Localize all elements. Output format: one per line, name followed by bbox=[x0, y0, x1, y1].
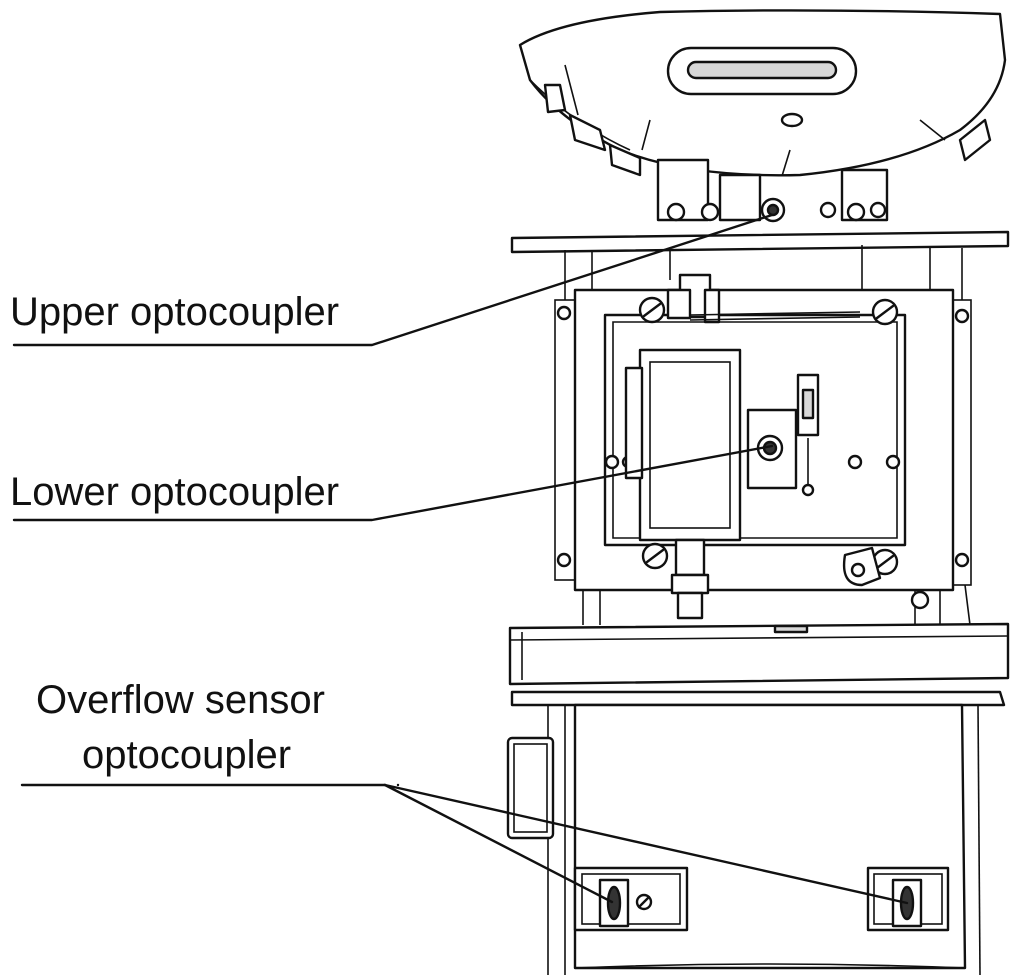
callout-leaders bbox=[12, 213, 909, 905]
top-cover bbox=[518, 9, 1007, 177]
overflow-optocoupler-right bbox=[866, 866, 950, 932]
cover-brackets bbox=[656, 158, 889, 223]
frame-legs bbox=[582, 584, 971, 626]
upper-leader-line bbox=[12, 213, 774, 347]
solenoid-box bbox=[624, 348, 742, 620]
lower-optocoupler-label: Lower optocoupler bbox=[10, 470, 340, 514]
bottom-housing bbox=[506, 703, 981, 976]
overflow-sensor-label-line1: Overflow sensor bbox=[36, 678, 325, 722]
overflow-sensor-label-line2: optocoupler bbox=[82, 733, 292, 777]
lower-leader-line bbox=[12, 444, 774, 522]
upper-optocoupler-label: Upper optocoupler bbox=[10, 290, 340, 334]
lower-plate bbox=[508, 622, 1010, 707]
overflow-leader-right bbox=[383, 783, 909, 905]
upper-optocoupler-part bbox=[666, 273, 861, 324]
hook-clip bbox=[842, 546, 882, 587]
overflow-optocoupler-left bbox=[573, 866, 689, 932]
lower-optocoupler-part bbox=[746, 373, 820, 497]
overflow-leader-left bbox=[383, 783, 614, 904]
